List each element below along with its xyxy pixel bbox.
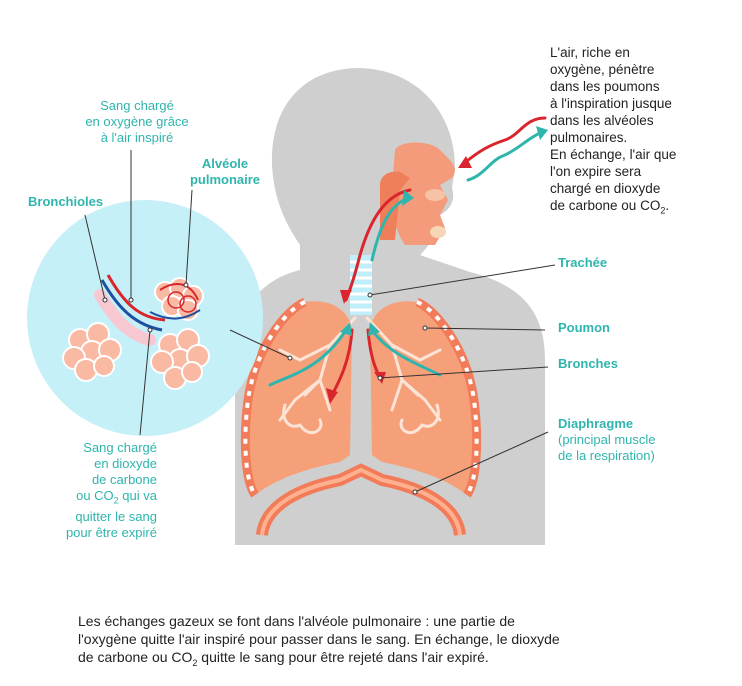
top-right-text: L'air, riche en oxygène, pénètre dans le… [550,45,677,216]
label-bronchioles: Bronchioles [28,194,104,209]
label-trachee: Trachée [558,255,608,270]
pointer-lines [84,150,556,493]
diaphragm [256,463,466,537]
label-diaphragme: Diaphragme (principal muscle de la respi… [558,416,656,463]
trachea [350,255,372,315]
label-sang-oxygene: Sang chargé en oxygène grâce à l'air ins… [85,98,189,145]
bronchi-tree [278,316,442,435]
caption: Les échanges gazeux se font dans l'alvéo… [78,613,560,668]
label-alveole: Alvéole pulmonaire [189,156,261,187]
alveoli-zoom-bubble [27,200,263,436]
airflow-arrows [268,188,442,404]
label-poumon: Poumon [558,320,610,335]
label-sang-co2: Sang chargé en dioxyde de carbone ou CO2… [65,440,157,540]
breath-arrows [458,116,548,182]
label-bronches: Bronches [558,356,618,371]
